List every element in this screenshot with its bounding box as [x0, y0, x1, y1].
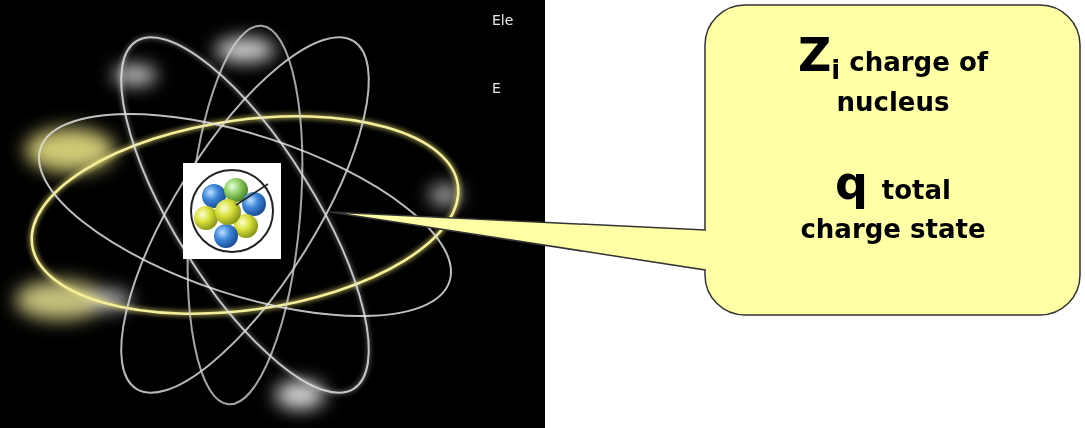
nucleus-picture: [183, 163, 281, 259]
callout-shape: [330, 5, 1080, 315]
symbol-letter: q: [835, 156, 868, 210]
description-text: total charge state: [800, 175, 985, 244]
black-background: [0, 0, 545, 428]
partial-label: Ele: [492, 12, 513, 28]
symbol-letter: Z: [798, 28, 831, 82]
description-text: charge of nucleus: [837, 47, 989, 117]
callout-bubble: Zicharge of nucleus qtotal charge state: [705, 5, 1080, 315]
partial-label: E: [492, 80, 501, 96]
text-line-group: Zicharge of nucleus: [765, 27, 1021, 119]
text-line-group: qtotal charge state: [790, 155, 996, 245]
subscript-letter: i: [831, 55, 840, 85]
